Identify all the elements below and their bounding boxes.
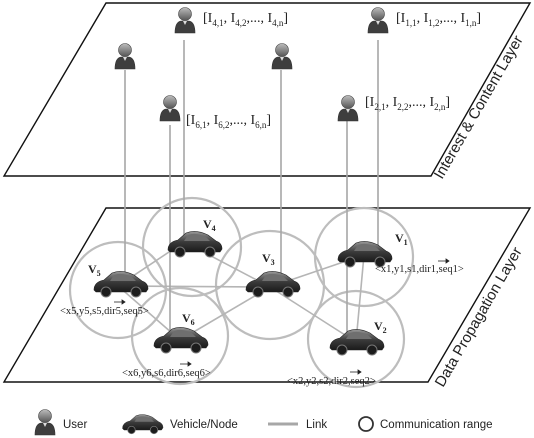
range-v1: [313, 206, 415, 308]
vehicle-v4-icon: [167, 230, 223, 258]
vehicle-v5-tuple: <x5,y5,s5,dir5,seq5>: [60, 306, 149, 317]
legend-range: Communication range: [358, 416, 493, 432]
vehicle-v3-label: V3: [262, 251, 275, 267]
user6-interests: [I6,1, I6,2,..., I6,n]: [186, 113, 271, 130]
vehicle-v1-tuple: <x1,y1,s1,dir1,seq1>: [375, 264, 464, 275]
link-v1-v2: [355, 254, 365, 343]
range-circle-icon: [358, 416, 374, 432]
user-icon: [271, 43, 293, 70]
range-v4: [141, 196, 243, 298]
legend-user: User: [34, 409, 87, 436]
vehicle-v5-label: V5: [88, 262, 101, 278]
user-icon: [174, 7, 196, 34]
vehicle-v4-label: V4: [203, 217, 216, 233]
vehicle-v6-icon: [153, 326, 209, 354]
interest-content-layer-plane: [2, 2, 532, 177]
legend-range-label: Communication range: [380, 419, 493, 431]
user-icon: [34, 409, 56, 436]
user2-interests: [I2,1, I2,2,..., I2,n]: [365, 95, 450, 112]
vehicle-v2-label: V2: [374, 319, 387, 335]
communication-ranges: [68, 196, 415, 389]
user-icon: [159, 95, 181, 122]
legend-user-label: User: [63, 419, 87, 431]
vehicle-icon: [122, 414, 164, 435]
link-v3-v2: [269, 286, 357, 343]
vehicle-v2-tuple: <x2,y2,s2,dir2,seq2>: [287, 376, 376, 387]
user-icon: [367, 7, 389, 34]
user-icon: [337, 95, 359, 122]
vehicle-v6-label: V6: [182, 311, 195, 327]
legend-vehicle-label: Vehicle/Node: [170, 419, 238, 431]
vehicle-v6-tuple: <x6,y6,s6,dir6,seq6>: [122, 368, 211, 379]
user-vehicle-links: [124, 40, 379, 336]
user1-interests: [I1,1, I1,2,..., I1,n]: [396, 11, 481, 28]
legend-vehicle: Vehicle/Node: [122, 414, 238, 435]
range-v6: [130, 286, 230, 386]
data-propagation-layer-plane: [2, 207, 532, 383]
user4-interests: [I4,1, I4,2,..., I4,n]: [203, 11, 288, 28]
legend-link: Link: [268, 419, 327, 431]
user-icon: [114, 43, 136, 70]
range-v2: [306, 289, 406, 389]
vehicle-v1-label: V1: [395, 231, 408, 247]
direction-arrow-icons: [114, 258, 450, 375]
legend: User Vehicle/Node Link Communication ran…: [34, 409, 493, 436]
vehicle-v5-icon: [93, 270, 149, 298]
legend-link-label: Link: [306, 419, 327, 431]
vehicle-v2-icon: [329, 328, 385, 356]
vehicle-v3-icon: [245, 270, 301, 298]
